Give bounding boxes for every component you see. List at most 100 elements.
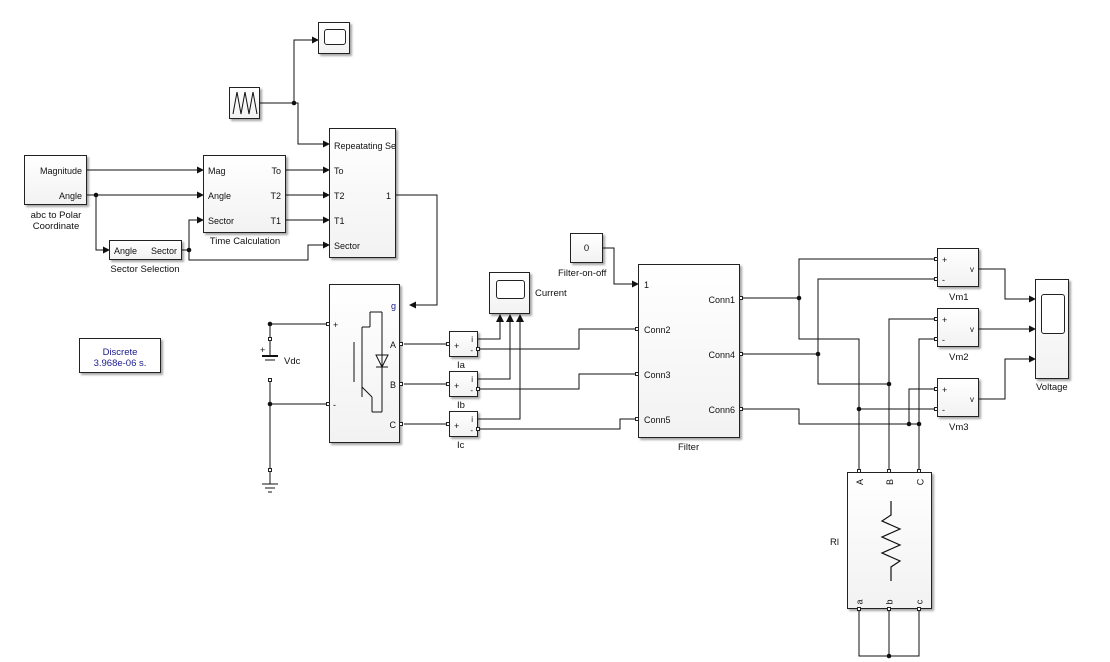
port-label-c-lower: c — [914, 599, 925, 605]
current-meter-ia[interactable]: + i - — [449, 331, 478, 357]
port-label-b: B — [389, 380, 396, 390]
conn-port[interactable] — [934, 257, 938, 261]
power-line[interactable] — [743, 258, 937, 299]
voltmeter-vm3-label: Vm3 — [949, 422, 969, 433]
sawtooth-icon — [232, 91, 258, 115]
conn-port[interactable] — [934, 277, 938, 281]
port-label-t1: T1 — [334, 216, 345, 226]
conn-port[interactable] — [399, 342, 403, 346]
filter-block[interactable]: 1 Conn2 Conn3 Conn5 Conn1 Conn4 Conn6 — [638, 264, 740, 438]
port-label-t2: T2 — [270, 191, 281, 201]
sector-selection-block[interactable]: Angle Sector — [109, 240, 182, 260]
power-line[interactable] — [888, 318, 937, 384]
conn-port[interactable] — [635, 372, 639, 376]
signal-line[interactable] — [396, 194, 438, 309]
conn-port[interactable] — [739, 352, 743, 356]
conn-port[interactable] — [739, 296, 743, 300]
conn-port[interactable] — [635, 417, 639, 421]
constant-block[interactable]: 0 — [570, 233, 603, 263]
port-label-v: v — [970, 395, 974, 404]
power-line[interactable] — [817, 354, 890, 472]
conn-port[interactable] — [476, 387, 480, 391]
vdc-port[interactable] — [268, 378, 272, 382]
abc-to-polar-block[interactable]: Magnitude Angle — [24, 155, 87, 205]
power-line[interactable] — [918, 338, 937, 424]
conn-port[interactable] — [446, 422, 450, 426]
conn-port[interactable] — [446, 382, 450, 386]
conn-port[interactable] — [934, 407, 938, 411]
conn-port[interactable] — [887, 607, 891, 611]
conn-port[interactable] — [739, 407, 743, 411]
conn-port[interactable] — [326, 402, 330, 406]
conn-port[interactable] — [917, 469, 921, 473]
conn-port[interactable] — [399, 422, 403, 426]
signal-line[interactable] — [188, 241, 330, 261]
ground-port[interactable] — [268, 468, 272, 472]
current-meter-ib[interactable]: + i - — [449, 371, 478, 397]
signal-line[interactable] — [478, 322, 511, 380]
repeating-sequence-block[interactable]: Repeatating Se To T2 T1 Sector 1 — [329, 128, 396, 258]
inverter-bridge-block[interactable]: g + - A B C — [329, 284, 400, 443]
conn-port[interactable] — [857, 469, 861, 473]
signal-line[interactable] — [979, 355, 1036, 400]
power-line[interactable] — [269, 323, 329, 355]
port-label-c: C — [389, 420, 397, 430]
conn-port[interactable] — [446, 342, 450, 346]
signal-line[interactable] — [979, 268, 1036, 303]
repeating-sequence-source[interactable] — [229, 87, 260, 119]
port-label-i: i — [471, 335, 473, 344]
signal-line[interactable] — [260, 36, 319, 104]
abc-to-polar-label-line2: Coordinate — [32, 221, 80, 232]
power-line[interactable] — [908, 388, 937, 424]
current-meter-ia-label: Ia — [457, 360, 465, 371]
powergui-block[interactable]: Discrete 3.968e-06 s. — [79, 338, 161, 373]
signal-line[interactable] — [294, 102, 330, 148]
conn-port[interactable] — [476, 427, 480, 431]
port-label-sector: Sector — [208, 216, 235, 226]
top-scope-block[interactable] — [318, 22, 350, 54]
power-line[interactable] — [478, 373, 638, 390]
conn-port[interactable] — [887, 469, 891, 473]
conn-port[interactable] — [917, 607, 921, 611]
current-meter-ic[interactable]: + i - — [449, 411, 478, 437]
scope-screen-icon — [496, 280, 525, 299]
conn-port[interactable] — [476, 347, 480, 351]
conn-port[interactable] — [934, 317, 938, 321]
signal-line[interactable] — [182, 216, 204, 251]
port-label-plus: + — [454, 421, 460, 431]
conn-port[interactable] — [326, 322, 330, 326]
voltmeter-vm3[interactable]: + - v — [937, 378, 979, 417]
conn-port[interactable] — [934, 337, 938, 341]
port-label-b-lower: b — [884, 599, 895, 605]
scope-screen-icon — [324, 29, 346, 45]
voltmeter-vm1[interactable]: + - v — [937, 248, 979, 287]
port-label-in1: 1 — [644, 280, 650, 290]
current-meter-ib-label: Ib — [457, 400, 465, 411]
time-calculation-block[interactable]: Mag Angle Sector To T2 T1 — [203, 155, 286, 233]
signal-line[interactable] — [95, 195, 110, 254]
signal-line[interactable] — [478, 322, 501, 340]
port-label-angle: Angle — [58, 191, 82, 201]
port-label-a: A — [855, 478, 866, 486]
three-phase-load-block[interactable]: A B C a b c — [847, 472, 932, 609]
power-line[interactable] — [798, 298, 860, 472]
power-line[interactable] — [743, 278, 937, 355]
conn-port[interactable] — [934, 387, 938, 391]
conn-port[interactable] — [857, 607, 861, 611]
port-label-conn1: Conn1 — [708, 295, 735, 305]
voltage-scope-block[interactable] — [1035, 279, 1069, 379]
power-line[interactable] — [743, 408, 920, 472]
voltmeter-vm2-label: Vm2 — [949, 352, 969, 363]
port-label-to: To — [334, 166, 344, 176]
conn-port[interactable] — [635, 327, 639, 331]
signal-line[interactable] — [603, 247, 639, 288]
power-line[interactable] — [478, 328, 638, 350]
signal-line[interactable] — [478, 322, 521, 420]
conn-port[interactable] — [399, 382, 403, 386]
voltmeter-vm2[interactable]: + - v — [937, 308, 979, 347]
vdc-port[interactable] — [268, 337, 272, 341]
port-label-t2: T2 — [334, 191, 345, 201]
power-line[interactable] — [478, 418, 638, 430]
port-label-conn2: Conn2 — [644, 325, 671, 335]
current-scope-block[interactable] — [489, 272, 530, 314]
